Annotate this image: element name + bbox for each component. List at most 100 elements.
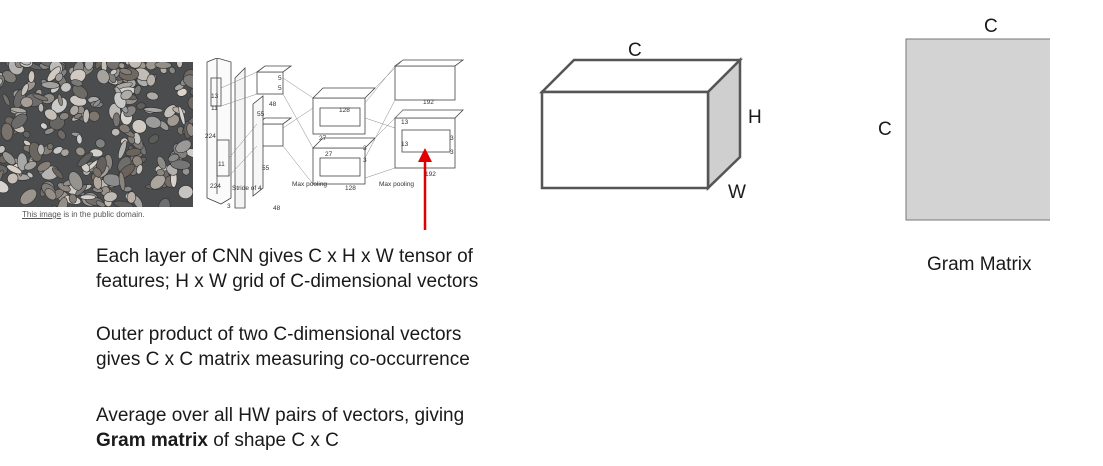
pebble bbox=[118, 62, 126, 69]
paragraph-line: gives C x C matrix measuring co-occurren… bbox=[96, 349, 470, 370]
pebble bbox=[148, 134, 160, 144]
pebble bbox=[146, 91, 159, 101]
tensor-label-h: H bbox=[748, 107, 762, 128]
pebble bbox=[41, 81, 60, 89]
cnn-label: 3 bbox=[363, 145, 367, 152]
red-arrow-icon bbox=[418, 148, 432, 230]
cnn-label: 192 bbox=[425, 171, 436, 178]
paragraph-average: Average over all HW pairs of vectors, gi… bbox=[96, 403, 464, 453]
pebble bbox=[21, 83, 29, 96]
pebble bbox=[176, 62, 183, 68]
cnn-label: Max pooling bbox=[292, 181, 327, 188]
tensor-cuboid-diagram: C H W bbox=[538, 40, 762, 203]
pebble bbox=[168, 66, 176, 75]
cnn-label: 11 bbox=[211, 105, 218, 112]
paragraph-tensor: Each layer of CNN gives C x H x W tensor… bbox=[96, 244, 478, 294]
cnn-conv2-inner-bottom bbox=[319, 157, 361, 177]
tensor-label-c: C bbox=[628, 40, 642, 61]
pebble bbox=[26, 171, 34, 179]
gram-matrix-title: Gram Matrix bbox=[927, 254, 1032, 275]
pebble bbox=[44, 108, 58, 121]
paragraph-outer-product: Outer product of two C-dimensional vecto… bbox=[96, 322, 470, 372]
pebble bbox=[95, 200, 106, 207]
pebble bbox=[38, 103, 44, 113]
pebble bbox=[0, 169, 4, 186]
cnn-connection-lines bbox=[220, 59, 404, 185]
image-credit-link[interactable]: This image bbox=[22, 210, 62, 219]
image-credit-text: is in the public domain. bbox=[61, 210, 145, 219]
pebble bbox=[178, 185, 193, 200]
pebble bbox=[133, 85, 142, 96]
cnn-dimension-labels: 224 224 13 11 11 Stride of 4 3 55 55 5 5… bbox=[205, 75, 454, 210]
cnn-input-slab bbox=[206, 58, 232, 205]
pebble bbox=[59, 112, 70, 121]
pebble bbox=[95, 138, 106, 149]
cnn-label: 13 bbox=[401, 141, 409, 148]
paragraph-rest: of shape C x C bbox=[207, 430, 339, 451]
cnn-label: 192 bbox=[423, 99, 434, 106]
cnn-label: 27 bbox=[325, 151, 333, 158]
paragraph-line: Each layer of CNN gives C x H x W tensor… bbox=[96, 246, 473, 267]
cnn-label: 3 bbox=[450, 135, 454, 142]
pebble bbox=[145, 116, 162, 129]
pebble bbox=[80, 194, 96, 200]
cnn-label: 5 bbox=[278, 75, 282, 82]
cnn-label: Stride of 4 bbox=[232, 185, 262, 192]
pebble bbox=[112, 112, 121, 127]
gram-matrix-bold-term: Gram matrix bbox=[96, 430, 208, 451]
cnn-label: 128 bbox=[345, 185, 356, 192]
pebble bbox=[57, 93, 63, 106]
cnn-conv2-top bbox=[312, 97, 366, 135]
pebble bbox=[57, 197, 68, 207]
paragraph-line-mixed: Gram matrix of shape C x C bbox=[96, 428, 464, 453]
pebble bbox=[68, 171, 83, 191]
pebble bbox=[145, 62, 158, 71]
cnn-conv2-inner-top bbox=[319, 107, 361, 127]
pebble bbox=[46, 143, 54, 150]
gram-label-left: C bbox=[878, 119, 892, 140]
pebble bbox=[36, 161, 52, 172]
pebble bbox=[20, 96, 33, 108]
pebble bbox=[183, 74, 193, 89]
pebble bbox=[60, 82, 72, 93]
pebble bbox=[82, 108, 90, 124]
image-credit-caption: This image is in the public domain. bbox=[22, 210, 145, 219]
pebble bbox=[17, 62, 32, 66]
pebble bbox=[136, 164, 143, 175]
cnn-label: 55 bbox=[262, 165, 270, 172]
cnn-label: 55 bbox=[257, 111, 265, 118]
cnn-conv3-bottom-lid bbox=[394, 109, 464, 119]
pebble bbox=[125, 148, 142, 157]
pebble bbox=[77, 152, 93, 167]
pebble bbox=[92, 99, 101, 108]
pebble bbox=[73, 113, 83, 119]
cnn-kernel-1 bbox=[210, 77, 222, 107]
pebble bbox=[175, 139, 192, 154]
pebbles-texture-image bbox=[0, 62, 193, 207]
pebbles-photo bbox=[0, 62, 193, 207]
pebble bbox=[92, 167, 102, 178]
pebble bbox=[28, 70, 35, 83]
pebble bbox=[103, 191, 118, 203]
pebble bbox=[60, 148, 70, 157]
cuboid-top-face bbox=[538, 58, 744, 94]
pebble bbox=[118, 123, 131, 134]
tensor-label-w: W bbox=[728, 182, 746, 203]
cnn-label: 3 bbox=[363, 157, 367, 164]
pebble bbox=[55, 72, 64, 82]
pebble bbox=[0, 179, 10, 194]
cnn-label: 13 bbox=[401, 119, 409, 126]
pebble bbox=[124, 62, 134, 66]
pebble bbox=[57, 129, 66, 140]
pebble bbox=[170, 159, 191, 170]
cnn-conv3-top-lid bbox=[393, 59, 465, 67]
cuboid-front-face bbox=[540, 90, 710, 190]
pebble bbox=[186, 122, 193, 137]
pebble bbox=[1, 122, 14, 141]
pebble bbox=[131, 119, 147, 134]
pebble bbox=[111, 128, 121, 137]
pebble bbox=[44, 127, 55, 135]
cnn-conv2-top-lid bbox=[312, 87, 376, 99]
pebble bbox=[120, 89, 133, 101]
pebble bbox=[154, 62, 172, 69]
